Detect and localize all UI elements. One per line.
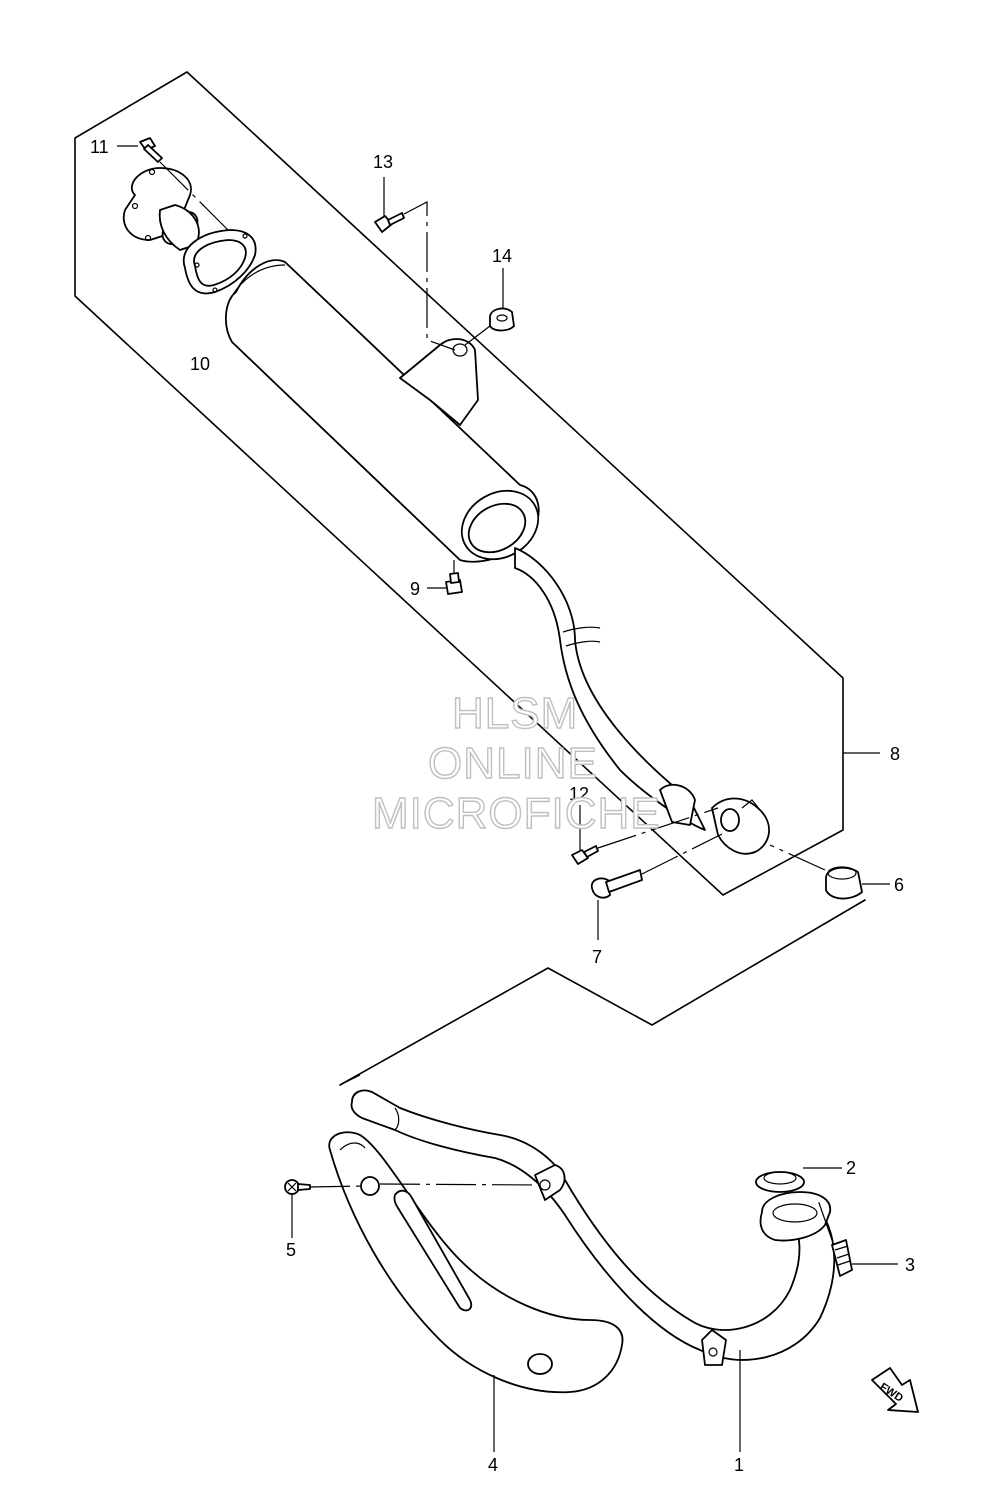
bushing-6[interactable] (825, 866, 890, 900)
bolt-12[interactable] (571, 805, 599, 865)
callout-10: 10 (190, 354, 210, 374)
watermark-line2: ONLINE (428, 739, 598, 788)
bolt-7[interactable] (590, 869, 643, 940)
callout-2: 2 (846, 1158, 856, 1178)
callout-12: 12 (569, 784, 589, 804)
muffler-assembly-frame (74, 71, 844, 896)
watermark-line3: MICROFICHE (372, 789, 661, 838)
grommet-14[interactable] (489, 268, 515, 332)
callout-8: 8 (890, 744, 900, 764)
callout-14: 14 (492, 246, 512, 266)
callout-7: 7 (592, 947, 602, 967)
callout-3: 3 (905, 1255, 915, 1275)
watermark: HLSM ONLINE MICROFICHE (371, 688, 661, 838)
callout-5: 5 (286, 1240, 296, 1260)
callout-13: 13 (373, 152, 393, 172)
bolt-13[interactable] (374, 177, 405, 233)
stud-bolt-3[interactable] (831, 1239, 898, 1277)
fwd-arrow-icon: FWD (871, 1367, 919, 1413)
exhaust-pipe-frame (339, 899, 866, 1086)
callout-9: 9 (410, 579, 420, 599)
gasket[interactable] (182, 229, 257, 295)
gasket-2[interactable] (755, 1167, 842, 1193)
bolt-11[interactable] (117, 137, 163, 163)
watermark-line1: HLSM (452, 689, 578, 738)
muffler[interactable] (122, 167, 770, 855)
heat-shield[interactable] (328, 1131, 624, 1452)
callout-1: 1 (734, 1455, 744, 1475)
screw-5[interactable] (284, 1179, 311, 1238)
callout-11: 11 (90, 137, 109, 157)
callout-4: 4 (488, 1455, 498, 1475)
bolt-9[interactable] (427, 560, 463, 595)
callout-6: 6 (894, 875, 904, 895)
